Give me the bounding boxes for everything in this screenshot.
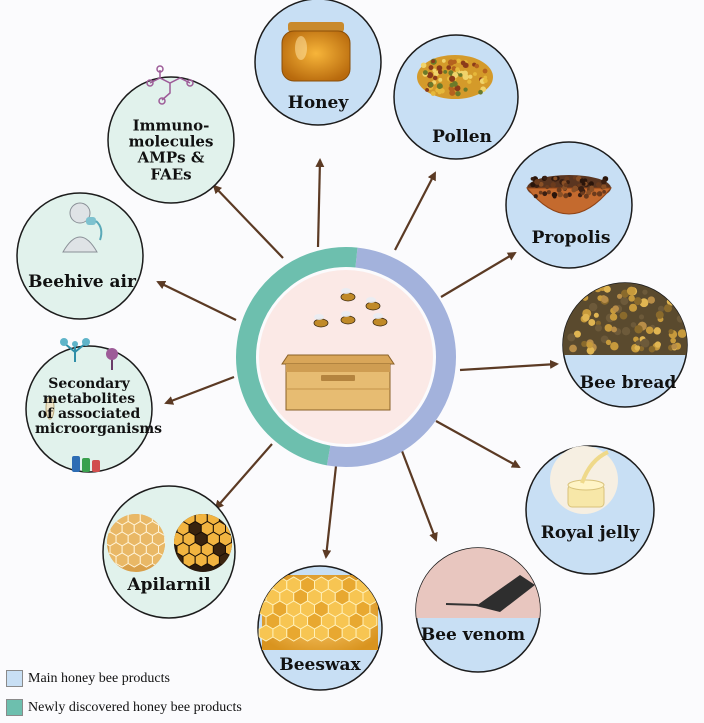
legend-item-new: Newly discovered honey bee products: [6, 699, 242, 716]
honey-jar-icon: [281, 22, 351, 82]
label-immuno-molecules: Immuno- molecules AMPs & FAEs: [128, 116, 214, 184]
arrow-immuno-molecules: [212, 184, 284, 259]
molecule-structure-icon: [146, 65, 194, 105]
node-icons: [45, 22, 687, 650]
arrow-royal-jelly: [435, 420, 521, 468]
legend-item-main: Main honey bee products: [6, 670, 170, 687]
honeycomb-wax-icon: [258, 575, 378, 650]
label-beeswax: Beeswax: [279, 654, 361, 675]
microorganisms-icon: [45, 338, 118, 472]
label-bee-bread: Bee bread: [579, 372, 677, 393]
arrow-secondary-metabolites: [164, 375, 235, 405]
arrows: [156, 158, 559, 559]
bee-stinger-icon: [416, 548, 540, 618]
label-apilarnil: Apilarnil: [127, 574, 211, 595]
label-bee-venom: Bee venom: [420, 624, 526, 645]
arrow-pollen: [394, 171, 436, 251]
label-propolis: Propolis: [531, 227, 611, 248]
legend-swatch-main: [6, 670, 23, 687]
label-secondary-metabolites: Secondary metabolites of associated micr…: [35, 375, 163, 438]
propolis-bowl-icon: [525, 175, 613, 215]
label-beehive-air: Beehive air: [28, 271, 136, 292]
label-pollen: Pollen: [432, 126, 492, 147]
royal-jelly-jar-icon: [550, 446, 618, 514]
arrow-bee-venom: [400, 450, 438, 542]
arrow-bee-bread: [459, 359, 559, 372]
legend-label-main: Main honey bee products: [28, 670, 170, 686]
node-beehive-air: [16, 192, 144, 320]
bee-bread-comb-icon: [563, 283, 687, 355]
beehive-with-bees-icon: [281, 288, 395, 411]
arrow-apilarnil: [214, 443, 273, 510]
label-royal-jelly: Royal jelly: [540, 522, 640, 543]
legend-swatch-new: [6, 699, 23, 716]
ring-main-segment: [326, 247, 456, 467]
pollen-pellets-icon: [417, 55, 493, 99]
node-immuno-molecules: [107, 76, 235, 204]
node-secondary-metabolites: [25, 345, 153, 473]
arrow-propolis: [440, 251, 517, 298]
arrow-beehive-air: [156, 281, 237, 321]
ring-new-segment: [236, 247, 358, 466]
arrow-honey: [315, 158, 325, 248]
label-honey: Honey: [287, 92, 349, 113]
arrow-beeswax: [322, 465, 338, 559]
inhaler-mask-icon: [62, 202, 103, 253]
legend-label-new: Newly discovered honey bee products: [28, 699, 242, 715]
